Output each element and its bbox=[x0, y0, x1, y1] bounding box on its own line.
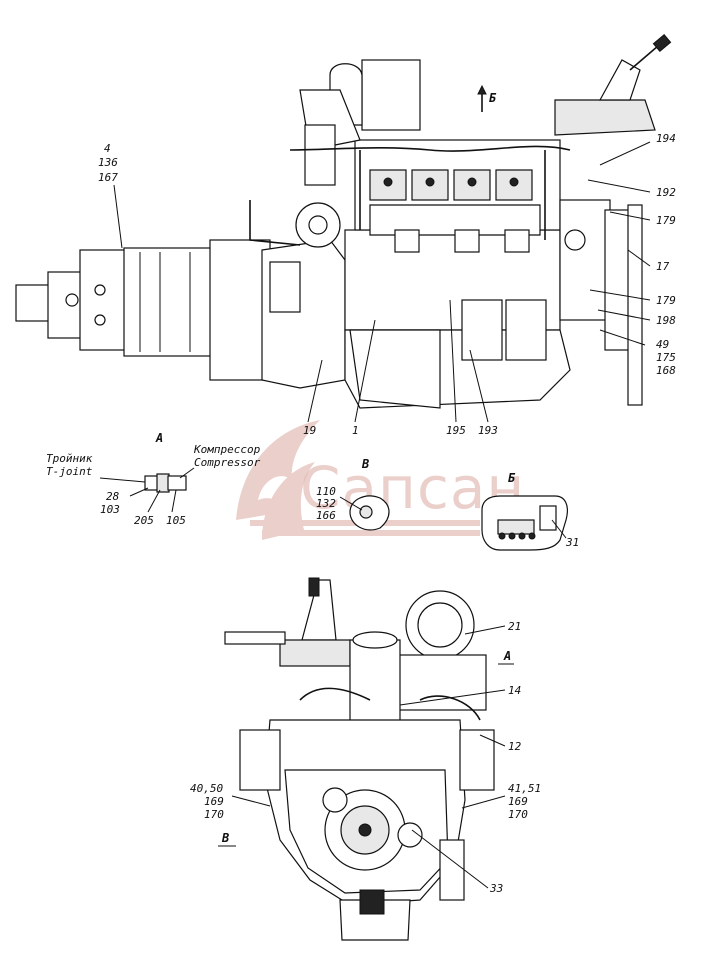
callout-103: 103 bbox=[100, 503, 120, 516]
callout-21: 21 bbox=[508, 620, 521, 633]
detail-v-title: В bbox=[361, 457, 369, 471]
callout-194: 194 bbox=[656, 132, 676, 145]
callout-105: 105 bbox=[166, 514, 186, 527]
callout-12: 12 bbox=[508, 740, 522, 753]
callout-166: 166 bbox=[316, 509, 336, 522]
transmission bbox=[15, 239, 271, 381]
clutch-housing bbox=[261, 202, 346, 389]
leader-lines-front bbox=[231, 625, 506, 889]
callout-49: 49 bbox=[656, 338, 669, 351]
callout-14: 14 bbox=[508, 684, 521, 697]
view-label-b: Б bbox=[489, 91, 497, 105]
callout-40-50: 40,50 bbox=[190, 782, 223, 795]
callout-167: 167 bbox=[98, 171, 118, 184]
callout-33: 33 bbox=[489, 882, 503, 895]
air-cleaner-drum bbox=[395, 590, 487, 711]
air-intake bbox=[299, 59, 421, 186]
gear-shift-lever bbox=[554, 33, 672, 136]
front-view-engine bbox=[224, 577, 495, 941]
tee-label-en: T-joint bbox=[46, 465, 93, 478]
callout-195: 195 bbox=[446, 424, 466, 437]
callout-169-right: 169 bbox=[508, 795, 528, 808]
callout-170-left: 170 bbox=[204, 808, 224, 821]
arrow-b-top: Б bbox=[477, 84, 497, 112]
callout-168: 168 bbox=[656, 364, 676, 377]
callout-136: 136 bbox=[98, 156, 118, 169]
callouts-top: 4 136 167 194 192 179 17 179 198 49 175 … bbox=[98, 132, 676, 437]
callout-4: 4 bbox=[104, 142, 111, 155]
callout-205: 205 bbox=[134, 514, 154, 527]
front-gear-lever bbox=[224, 577, 351, 667]
detail-a: А Тройник T-joint Компрессор Compressor … bbox=[46, 431, 261, 527]
arrow-a-front: А bbox=[498, 649, 514, 665]
callout-179-upper: 179 bbox=[656, 214, 676, 227]
arrow-v-front: В bbox=[218, 831, 236, 847]
front-label-a: А bbox=[503, 649, 511, 663]
compressor-label-en: Compressor bbox=[194, 456, 261, 469]
callout-1: 1 bbox=[352, 424, 359, 437]
detail-b: Б 31 bbox=[481, 471, 579, 551]
callout-193: 193 bbox=[478, 424, 498, 437]
callout-175: 175 bbox=[656, 351, 676, 364]
callout-19: 19 bbox=[303, 424, 316, 437]
callout-31: 31 bbox=[565, 536, 579, 549]
side-view-engine bbox=[15, 33, 672, 409]
compressor-label-ru: Компрессор bbox=[193, 443, 261, 456]
leader-lines-top bbox=[113, 141, 651, 423]
callout-192: 192 bbox=[656, 186, 676, 199]
callout-110: 110 bbox=[316, 485, 336, 498]
callout-169-left: 169 bbox=[204, 795, 224, 808]
detail-a-title: А bbox=[155, 431, 163, 445]
callout-28: 28 bbox=[106, 490, 120, 503]
detail-b-title: Б bbox=[508, 471, 516, 485]
engine-block bbox=[344, 139, 571, 409]
front-label-v: В bbox=[221, 831, 229, 845]
callout-198: 198 bbox=[656, 314, 676, 327]
front-pulley bbox=[559, 199, 643, 406]
callout-179-lower: 179 bbox=[656, 294, 676, 307]
tee-label-ru: Тройник bbox=[46, 452, 93, 465]
callout-132: 132 bbox=[316, 497, 336, 510]
callout-41-51: 41,51 bbox=[508, 782, 541, 795]
callout-170-right: 170 bbox=[508, 808, 528, 821]
detail-v: В 110 132 166 bbox=[316, 457, 390, 531]
callouts-front: 21 14 12 40,50 169 170 41,51 169 170 33 bbox=[190, 620, 541, 895]
callout-17: 17 bbox=[656, 260, 670, 273]
